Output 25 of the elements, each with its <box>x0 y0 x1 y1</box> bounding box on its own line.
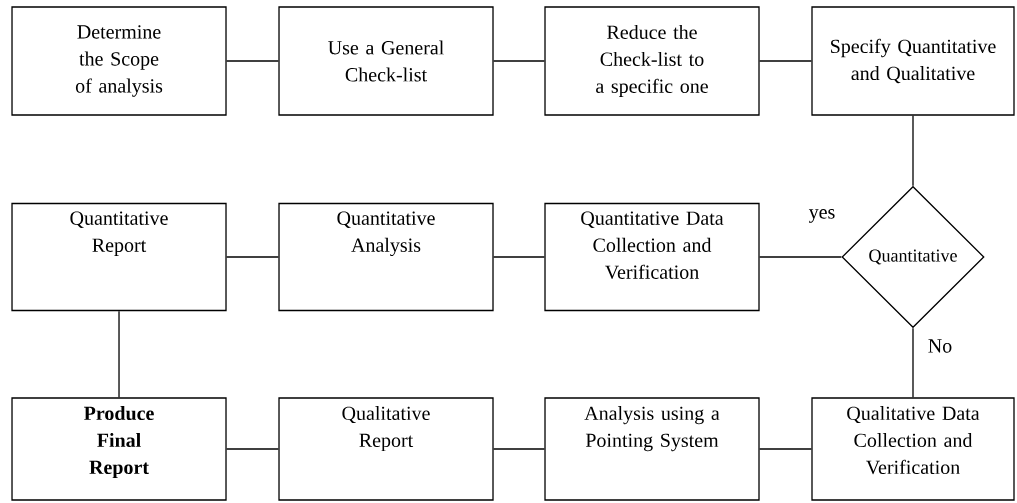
process-box: Determine the Scope of analysis <box>11 6 227 116</box>
process-box: Reduce the Check-list to a specific one <box>544 6 760 116</box>
connector-line <box>226 448 279 450</box>
process-box: Quantitative Report <box>11 202 227 312</box>
process-box: Produce Final Report <box>11 397 227 501</box>
connector-line <box>226 60 279 62</box>
process-box: Qualitative Report <box>278 397 494 501</box>
process-box: Quantitative Analysis <box>278 202 494 312</box>
process-box: Analysis using a Pointing System <box>544 397 760 501</box>
connector-line <box>226 256 279 258</box>
connector-line <box>759 60 812 62</box>
process-box: Qualitative Data Collection and Verification <box>811 397 1015 501</box>
connector-line <box>118 310 120 398</box>
connector-line <box>912 327 914 398</box>
connector-line <box>493 60 545 62</box>
connector-line <box>759 448 812 450</box>
edge-label: yes <box>807 208 837 224</box>
process-box: Use a General Check-list <box>278 6 494 116</box>
connector-line <box>493 256 545 258</box>
connector-line <box>493 448 545 450</box>
process-box: Quantitative Data Collection and Verification <box>544 202 760 312</box>
process-box: Specify Quantitative and Qualitative <box>811 6 1015 116</box>
connector-line <box>912 115 914 187</box>
edge-label: No <box>926 338 954 354</box>
connector-line <box>759 256 842 258</box>
